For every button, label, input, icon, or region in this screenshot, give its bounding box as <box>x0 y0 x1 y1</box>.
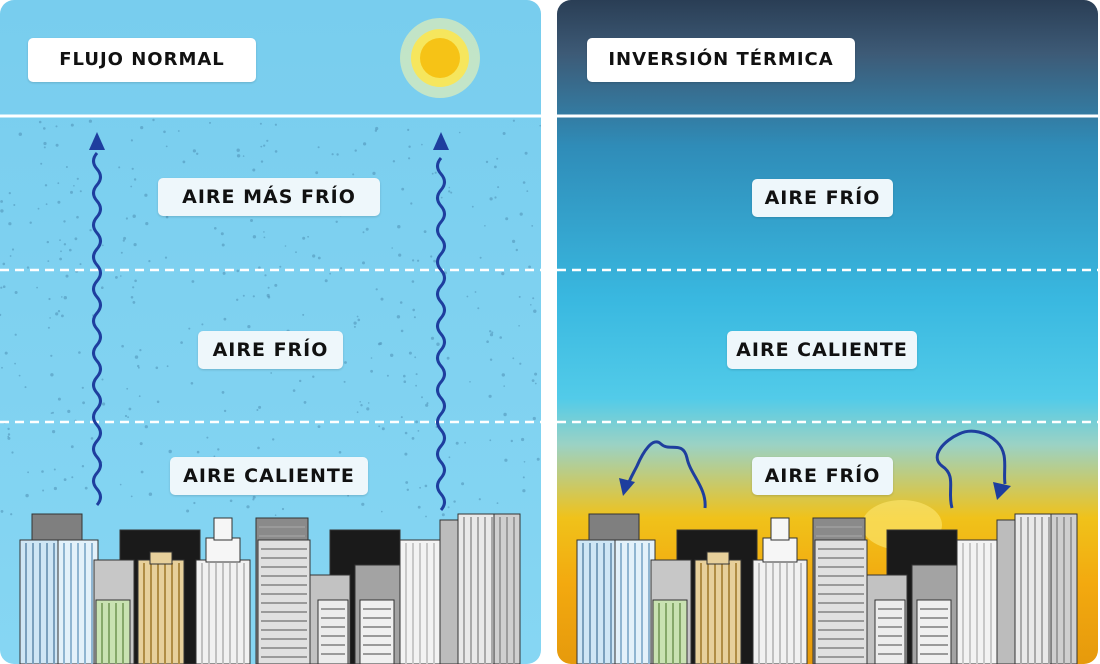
curl-arrow-icon <box>619 442 705 508</box>
lower-layer-label: AIRE FRÍO <box>752 457 893 495</box>
upper-layer-label: AIRE FRÍO <box>752 179 893 217</box>
lower-layer-label: AIRE CALIENTE <box>170 457 368 495</box>
thermal-inversion-panel: INVERSIÓN TÉRMICA AIRE FRÍO AIRE CALIENT… <box>557 0 1098 664</box>
sun-icon <box>400 18 480 98</box>
panel-title: FLUJO NORMAL <box>28 38 256 82</box>
wavy-up-arrow-icon <box>433 132 449 510</box>
upper-layer-label: AIRE MÁS FRÍO <box>158 178 380 216</box>
wavy-up-arrow-icon <box>89 132 105 505</box>
normal-flow-panel: FLUJO NORMAL AIRE MÁS FRÍO AIRE FRÍO AIR… <box>0 0 541 664</box>
middle-layer-label: AIRE CALIENTE <box>727 331 917 369</box>
panel-title: INVERSIÓN TÉRMICA <box>587 38 855 82</box>
city-skyline-icon <box>577 514 1077 664</box>
city-skyline-icon <box>20 514 520 664</box>
middle-layer-label: AIRE FRÍO <box>198 331 343 369</box>
curl-arrow-icon <box>937 431 1011 508</box>
